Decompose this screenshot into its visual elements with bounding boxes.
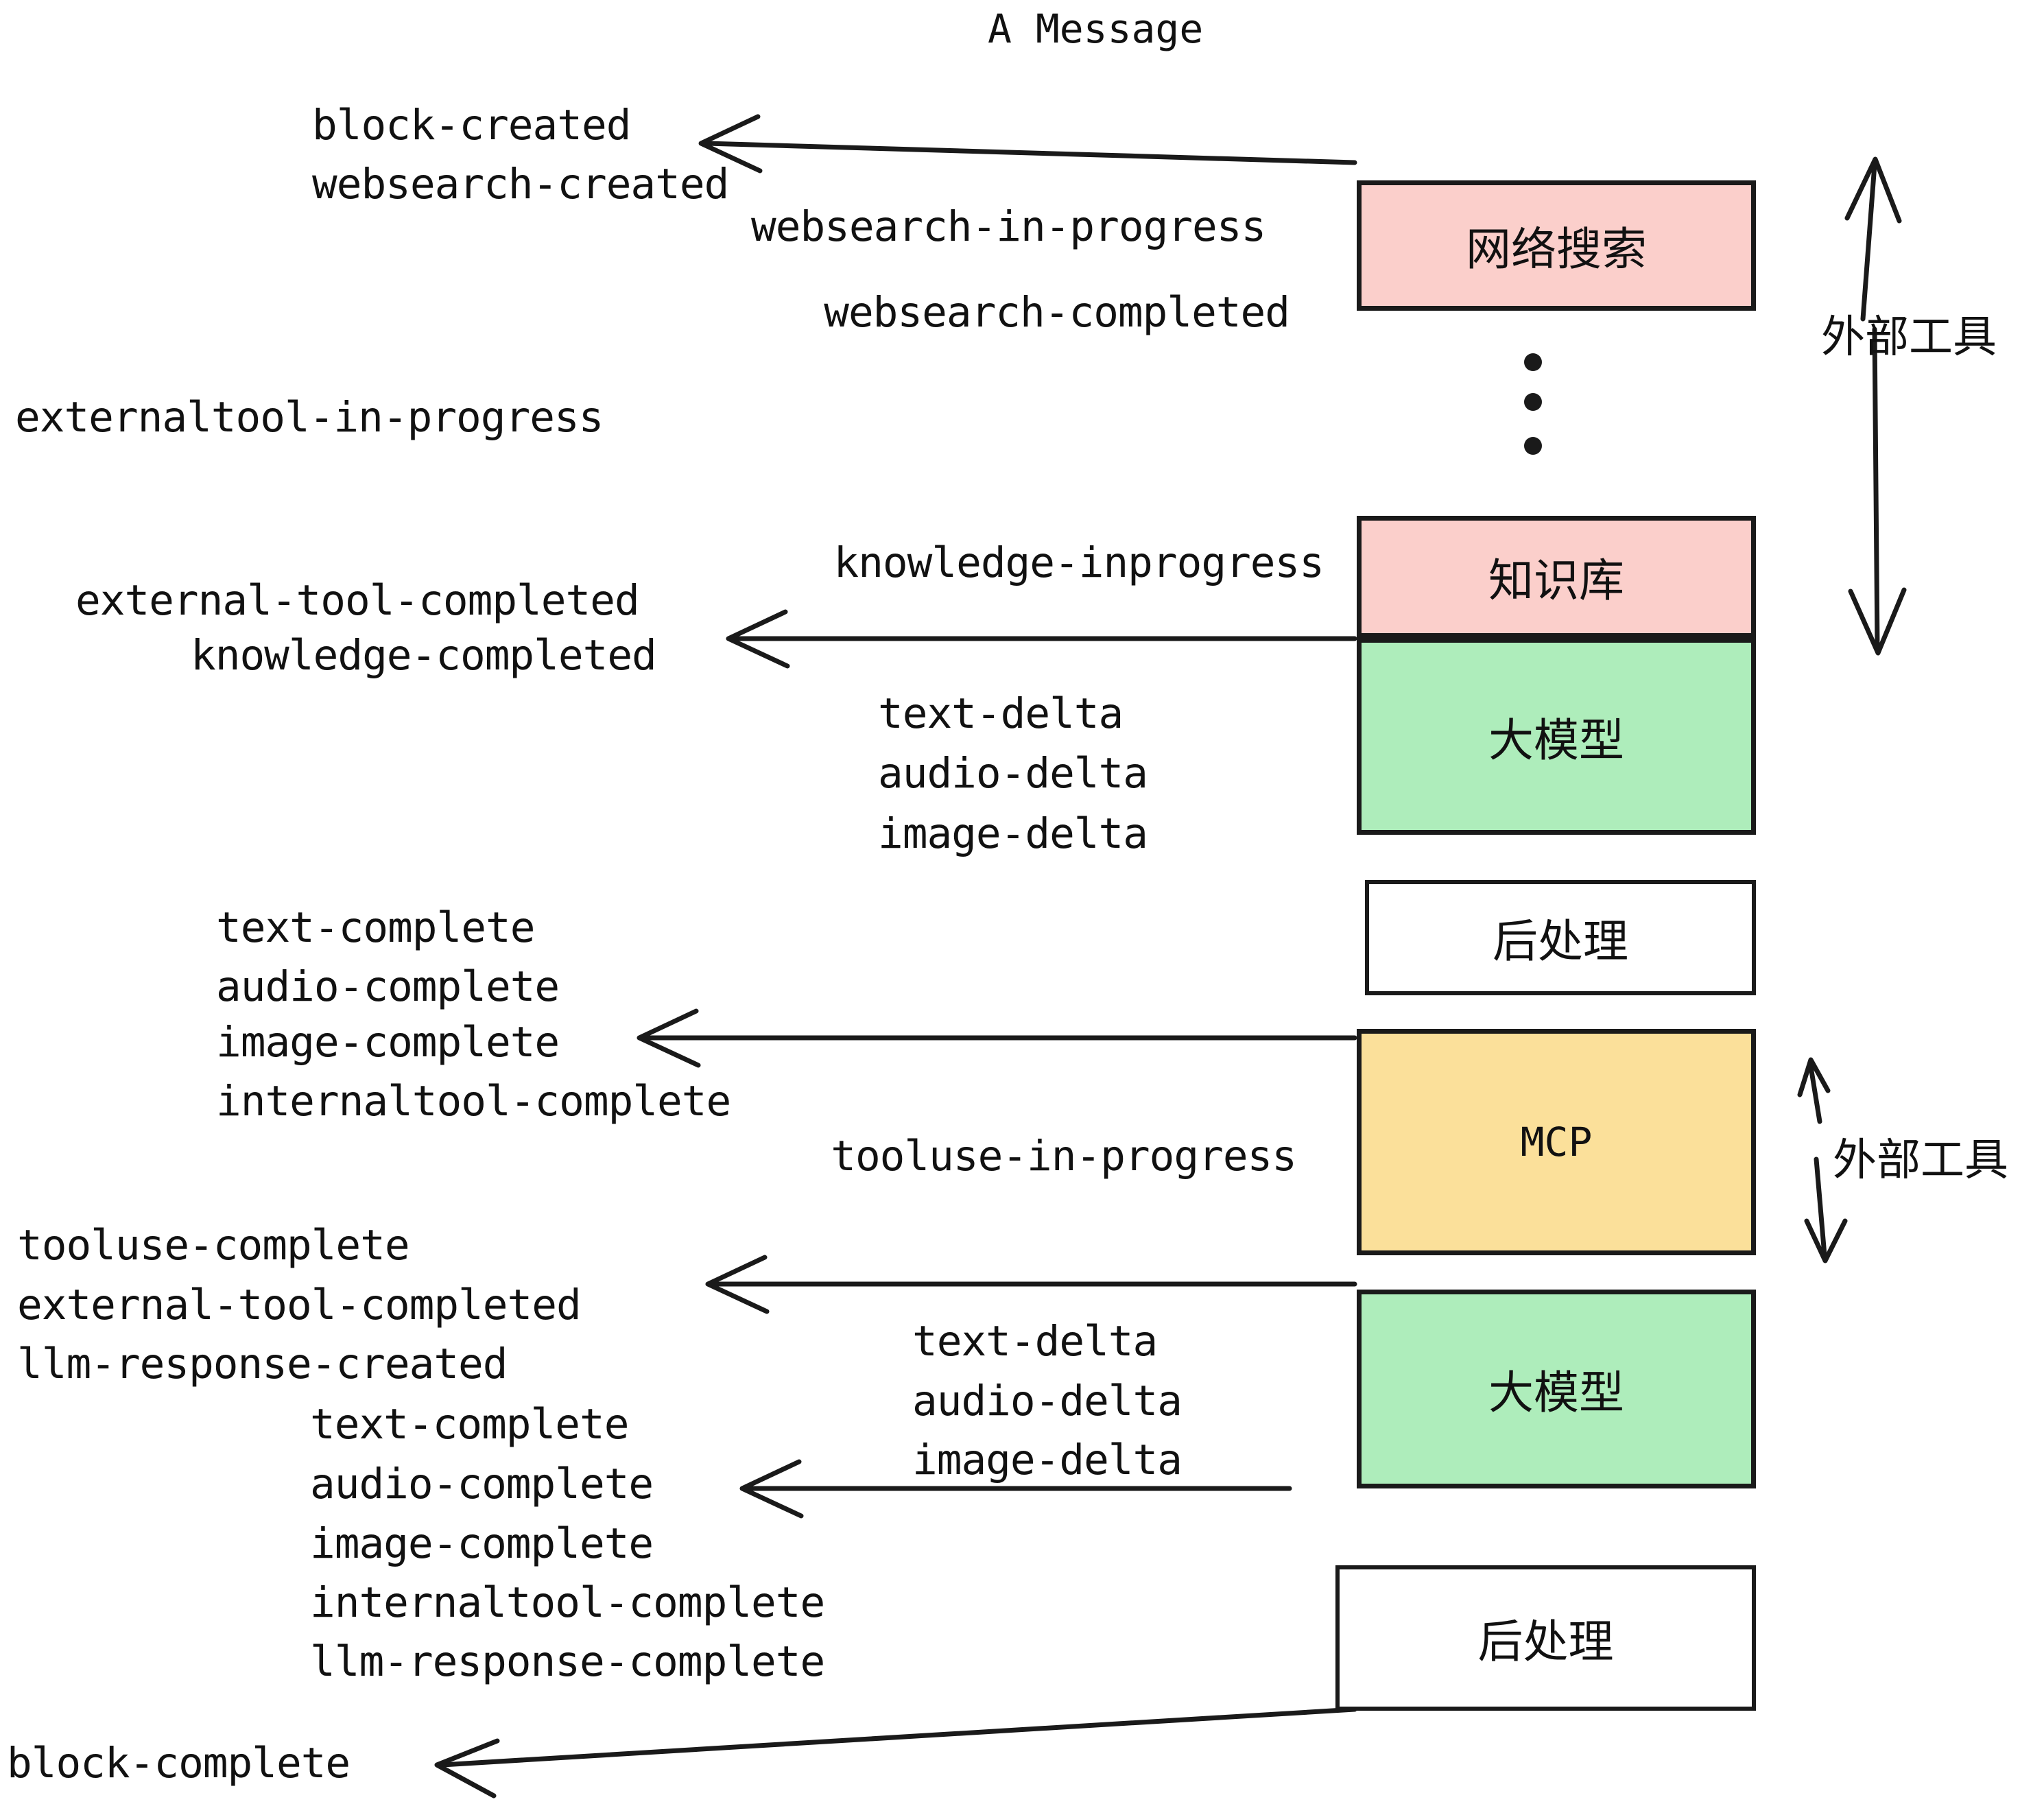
ellipsis-dot-2 — [1524, 393, 1542, 411]
event-text-complete-1: text-complete — [216, 903, 535, 952]
page-title: A Message — [988, 5, 1204, 52]
arrow-external-tools-bottom-down — [1814, 1156, 1827, 1258]
event-llm-response-complete: llm-response-complete — [310, 1637, 825, 1686]
event-external-tool-completed-2: external-tool-completed — [17, 1281, 582, 1329]
event-image-delta-2: image-delta — [912, 1436, 1183, 1484]
arrow-external-tools-top-down — [1872, 327, 1880, 651]
event-websearch-created: websearch-created — [312, 160, 729, 209]
event-audio-delta-1: audio-delta — [878, 749, 1148, 798]
event-text-complete-2: text-complete — [310, 1400, 629, 1449]
event-websearch-completed: websearch-completed — [824, 288, 1290, 337]
label-external-tools-top: 外部工具 — [1821, 312, 1997, 363]
event-websearch-in-progress: websearch-in-progress — [751, 202, 1266, 251]
node-llm-1[interactable]: 大模型 — [1357, 638, 1756, 835]
ellipsis-dot-1 — [1524, 353, 1542, 371]
event-internaltool-complete-2: internaltool-complete — [310, 1578, 825, 1627]
event-tooluse-complete: tooluse-complete — [17, 1221, 410, 1270]
arrow-external-tools-bottom-up — [1808, 1064, 1822, 1124]
arrowhead-3 — [637, 1008, 701, 1068]
label-external-tools-bottom: 外部工具 — [1833, 1135, 2008, 1186]
node-llm-2[interactable]: 大模型 — [1357, 1290, 1756, 1488]
arrow-websearch-to-block — [704, 141, 1357, 165]
event-knowledge-completed: knowledge-completed — [191, 631, 657, 680]
arrowhead-top-down — [1848, 587, 1907, 656]
node-websearch[interactable]: 网络搜索 — [1357, 180, 1756, 311]
event-audio-complete-1: audio-complete — [216, 962, 560, 1011]
arrow-external-tools-top-up — [1860, 162, 1877, 322]
event-externaltool-in-progress: externaltool-in-progress — [15, 393, 604, 442]
event-tooluse-in-progress: tooluse-in-progress — [831, 1132, 1297, 1180]
event-knowledge-inprogress: knowledge-inprogress — [833, 538, 1324, 587]
arrow-postprocess2-to-block-complete — [440, 1707, 1357, 1768]
arrowhead-bottom-down — [1804, 1218, 1848, 1263]
node-postprocess-1[interactable]: 后处理 — [1365, 880, 1756, 995]
event-image-complete-1: image-complete — [216, 1018, 560, 1067]
event-audio-complete-2: audio-complete — [310, 1460, 654, 1508]
event-internaltool-complete-1: internaltool-complete — [216, 1077, 731, 1126]
event-external-tool-completed-1: external-tool-completed — [75, 576, 640, 625]
node-mcp-label: MCP — [1520, 1119, 1593, 1165]
event-llm-response-created: llm-response-created — [17, 1340, 508, 1388]
node-knowledge[interactable]: 知识库 — [1357, 516, 1756, 638]
arrowhead-top-up — [1844, 156, 1902, 224]
node-knowledge-label: 知识库 — [1488, 554, 1624, 607]
node-postprocess-2[interactable]: 后处理 — [1335, 1565, 1756, 1711]
node-postprocess-1-label: 后处理 — [1493, 915, 1628, 968]
event-audio-delta-2: audio-delta — [912, 1377, 1183, 1425]
arrowhead-5 — [739, 1459, 804, 1519]
ellipsis-dot-3 — [1524, 437, 1542, 455]
node-websearch-label: 网络搜索 — [1466, 223, 1647, 276]
node-llm-1-label: 大模型 — [1488, 713, 1624, 767]
node-postprocess-2-label: 后处理 — [1477, 1615, 1614, 1668]
event-image-delta-1: image-delta — [878, 809, 1148, 858]
node-llm-2-label: 大模型 — [1488, 1366, 1624, 1419]
arrowhead-4 — [705, 1255, 770, 1314]
event-block-complete: block-complete — [7, 1739, 350, 1788]
arrowhead-2 — [726, 609, 790, 669]
event-block-created: block-created — [312, 101, 631, 150]
node-mcp[interactable]: MCP — [1357, 1029, 1756, 1255]
event-text-delta-2: text-delta — [912, 1317, 1158, 1366]
event-image-complete-2: image-complete — [310, 1519, 654, 1568]
arrowhead-bottom-up — [1797, 1057, 1831, 1097]
event-text-delta-1: text-delta — [878, 689, 1124, 738]
arrowhead-6 — [434, 1738, 500, 1799]
